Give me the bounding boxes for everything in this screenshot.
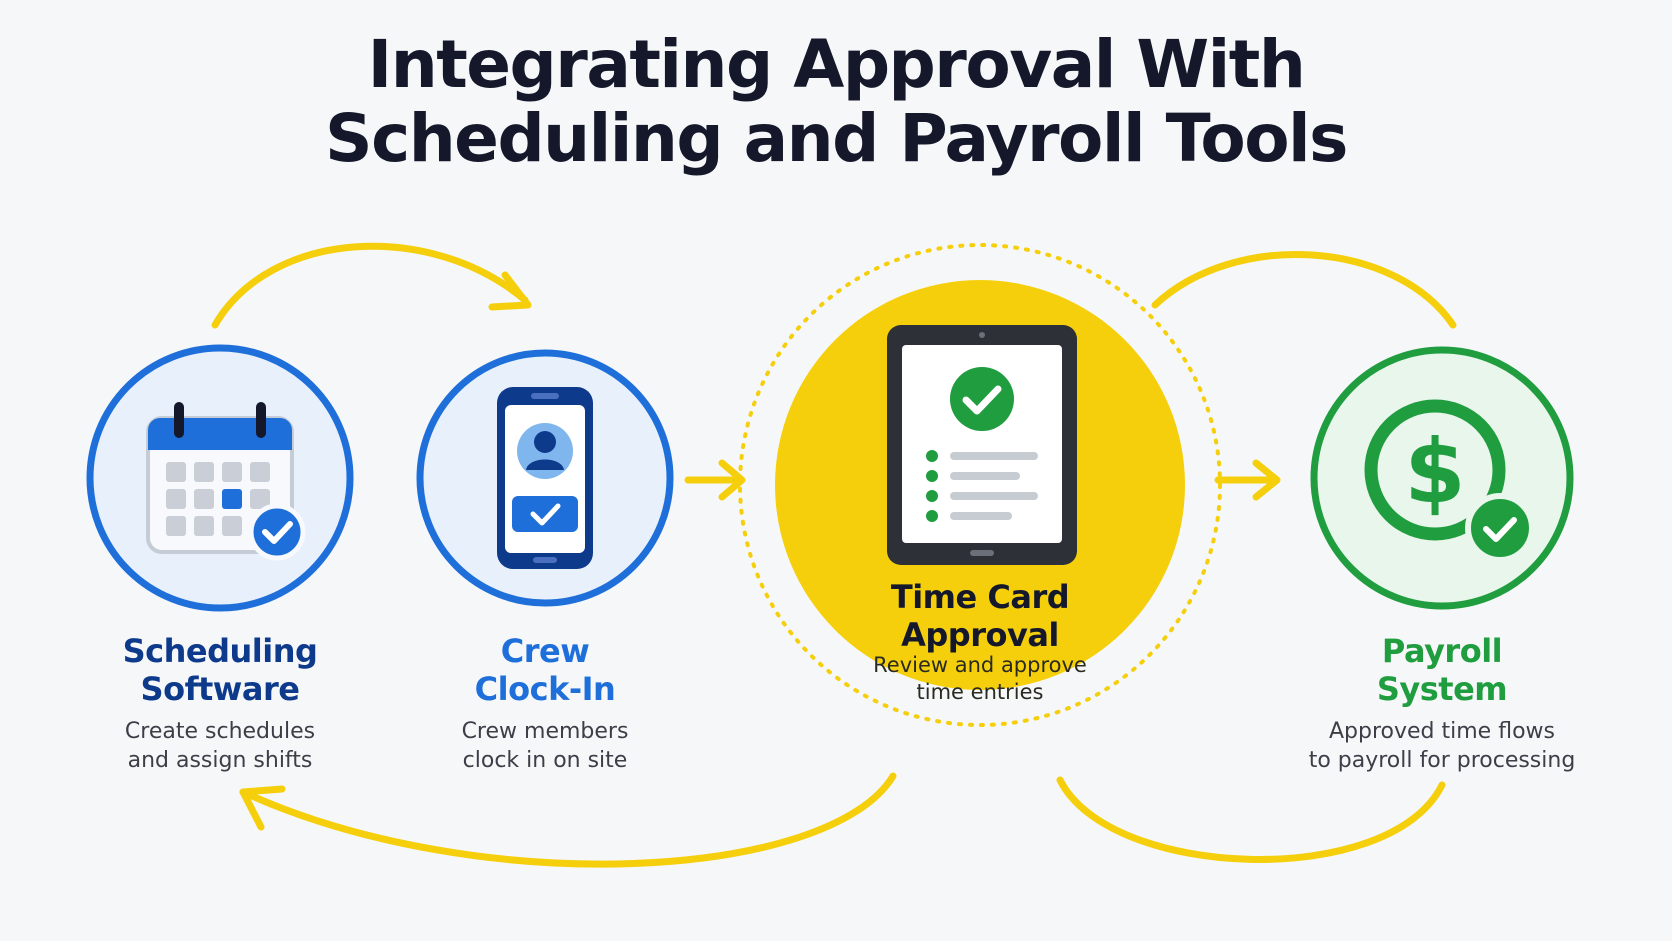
clockin-desc-line-1: Crew members [461, 719, 629, 744]
clockin-title-line-2: Clock-In [474, 670, 616, 708]
approval-title-line-1: Time Card [890, 578, 1070, 616]
tablet-checklist-icon [887, 325, 1077, 565]
crew-clock-in-title: Crew Clock-In [395, 632, 695, 708]
arc-arrow-approval-to-scheduling [239, 772, 897, 868]
calendar-check-icon [146, 402, 306, 561]
payroll-system-node: $ [1310, 346, 1574, 610]
arc-top-right [1151, 250, 1457, 329]
time-card-approval-description: Review and approve time entries [830, 652, 1130, 706]
arc-arrowhead-bottom-left [239, 785, 286, 831]
arc-arrowhead-top-left [488, 271, 532, 311]
clockin-title-line-1: Crew [500, 632, 590, 670]
payroll-system-title: Payroll System [1292, 632, 1592, 708]
crew-clock-in-node [416, 349, 674, 607]
crew-clock-in-description: Crew members clock in on site [395, 717, 695, 775]
scheduling-title-line-1: Scheduling [122, 632, 318, 670]
scheduling-software-node [86, 344, 354, 612]
page-title: Integrating Approval With Scheduling and… [0, 28, 1672, 176]
approval-desc-line-1: Review and approve [873, 653, 1087, 677]
payroll-desc-line-1: Approved time flows [1329, 719, 1555, 744]
time-card-approval-node [738, 243, 1222, 727]
svg-text:$: $ [1404, 420, 1465, 523]
scheduling-desc-line-1: Create schedules [124, 719, 316, 744]
dollar-check-icon: $ [1364, 399, 1535, 563]
title-line-1: Integrating Approval With [367, 26, 1306, 103]
title-line-2: Scheduling and Payroll Tools [325, 100, 1348, 177]
scheduling-desc-line-2: and assign shifts [127, 748, 313, 773]
payroll-title-line-2: System [1376, 670, 1508, 708]
clockin-desc-line-2: clock in on site [462, 748, 628, 773]
straight-arrow-clockin-to-approval [684, 459, 746, 501]
payroll-title-line-1: Payroll [1381, 632, 1503, 670]
approval-title-line-2: Approval [901, 616, 1059, 654]
payroll-system-description: Approved time flows to payroll for proce… [1272, 717, 1612, 775]
arc-bottom-right [1056, 776, 1446, 863]
scheduling-title-line-2: Software [140, 670, 300, 708]
scheduling-software-title: Scheduling Software [70, 632, 370, 708]
payroll-desc-line-2: to payroll for processing [1308, 748, 1576, 773]
arc-arrow-scheduling-to-clockin [211, 242, 529, 329]
phone-clock-in-icon [497, 387, 593, 569]
straight-arrow-approval-to-payroll [1214, 459, 1281, 501]
scheduling-software-description: Create schedules and assign shifts [70, 717, 370, 775]
time-card-approval-title: Time Card Approval [830, 578, 1130, 654]
approval-desc-line-2: time entries [916, 680, 1044, 704]
